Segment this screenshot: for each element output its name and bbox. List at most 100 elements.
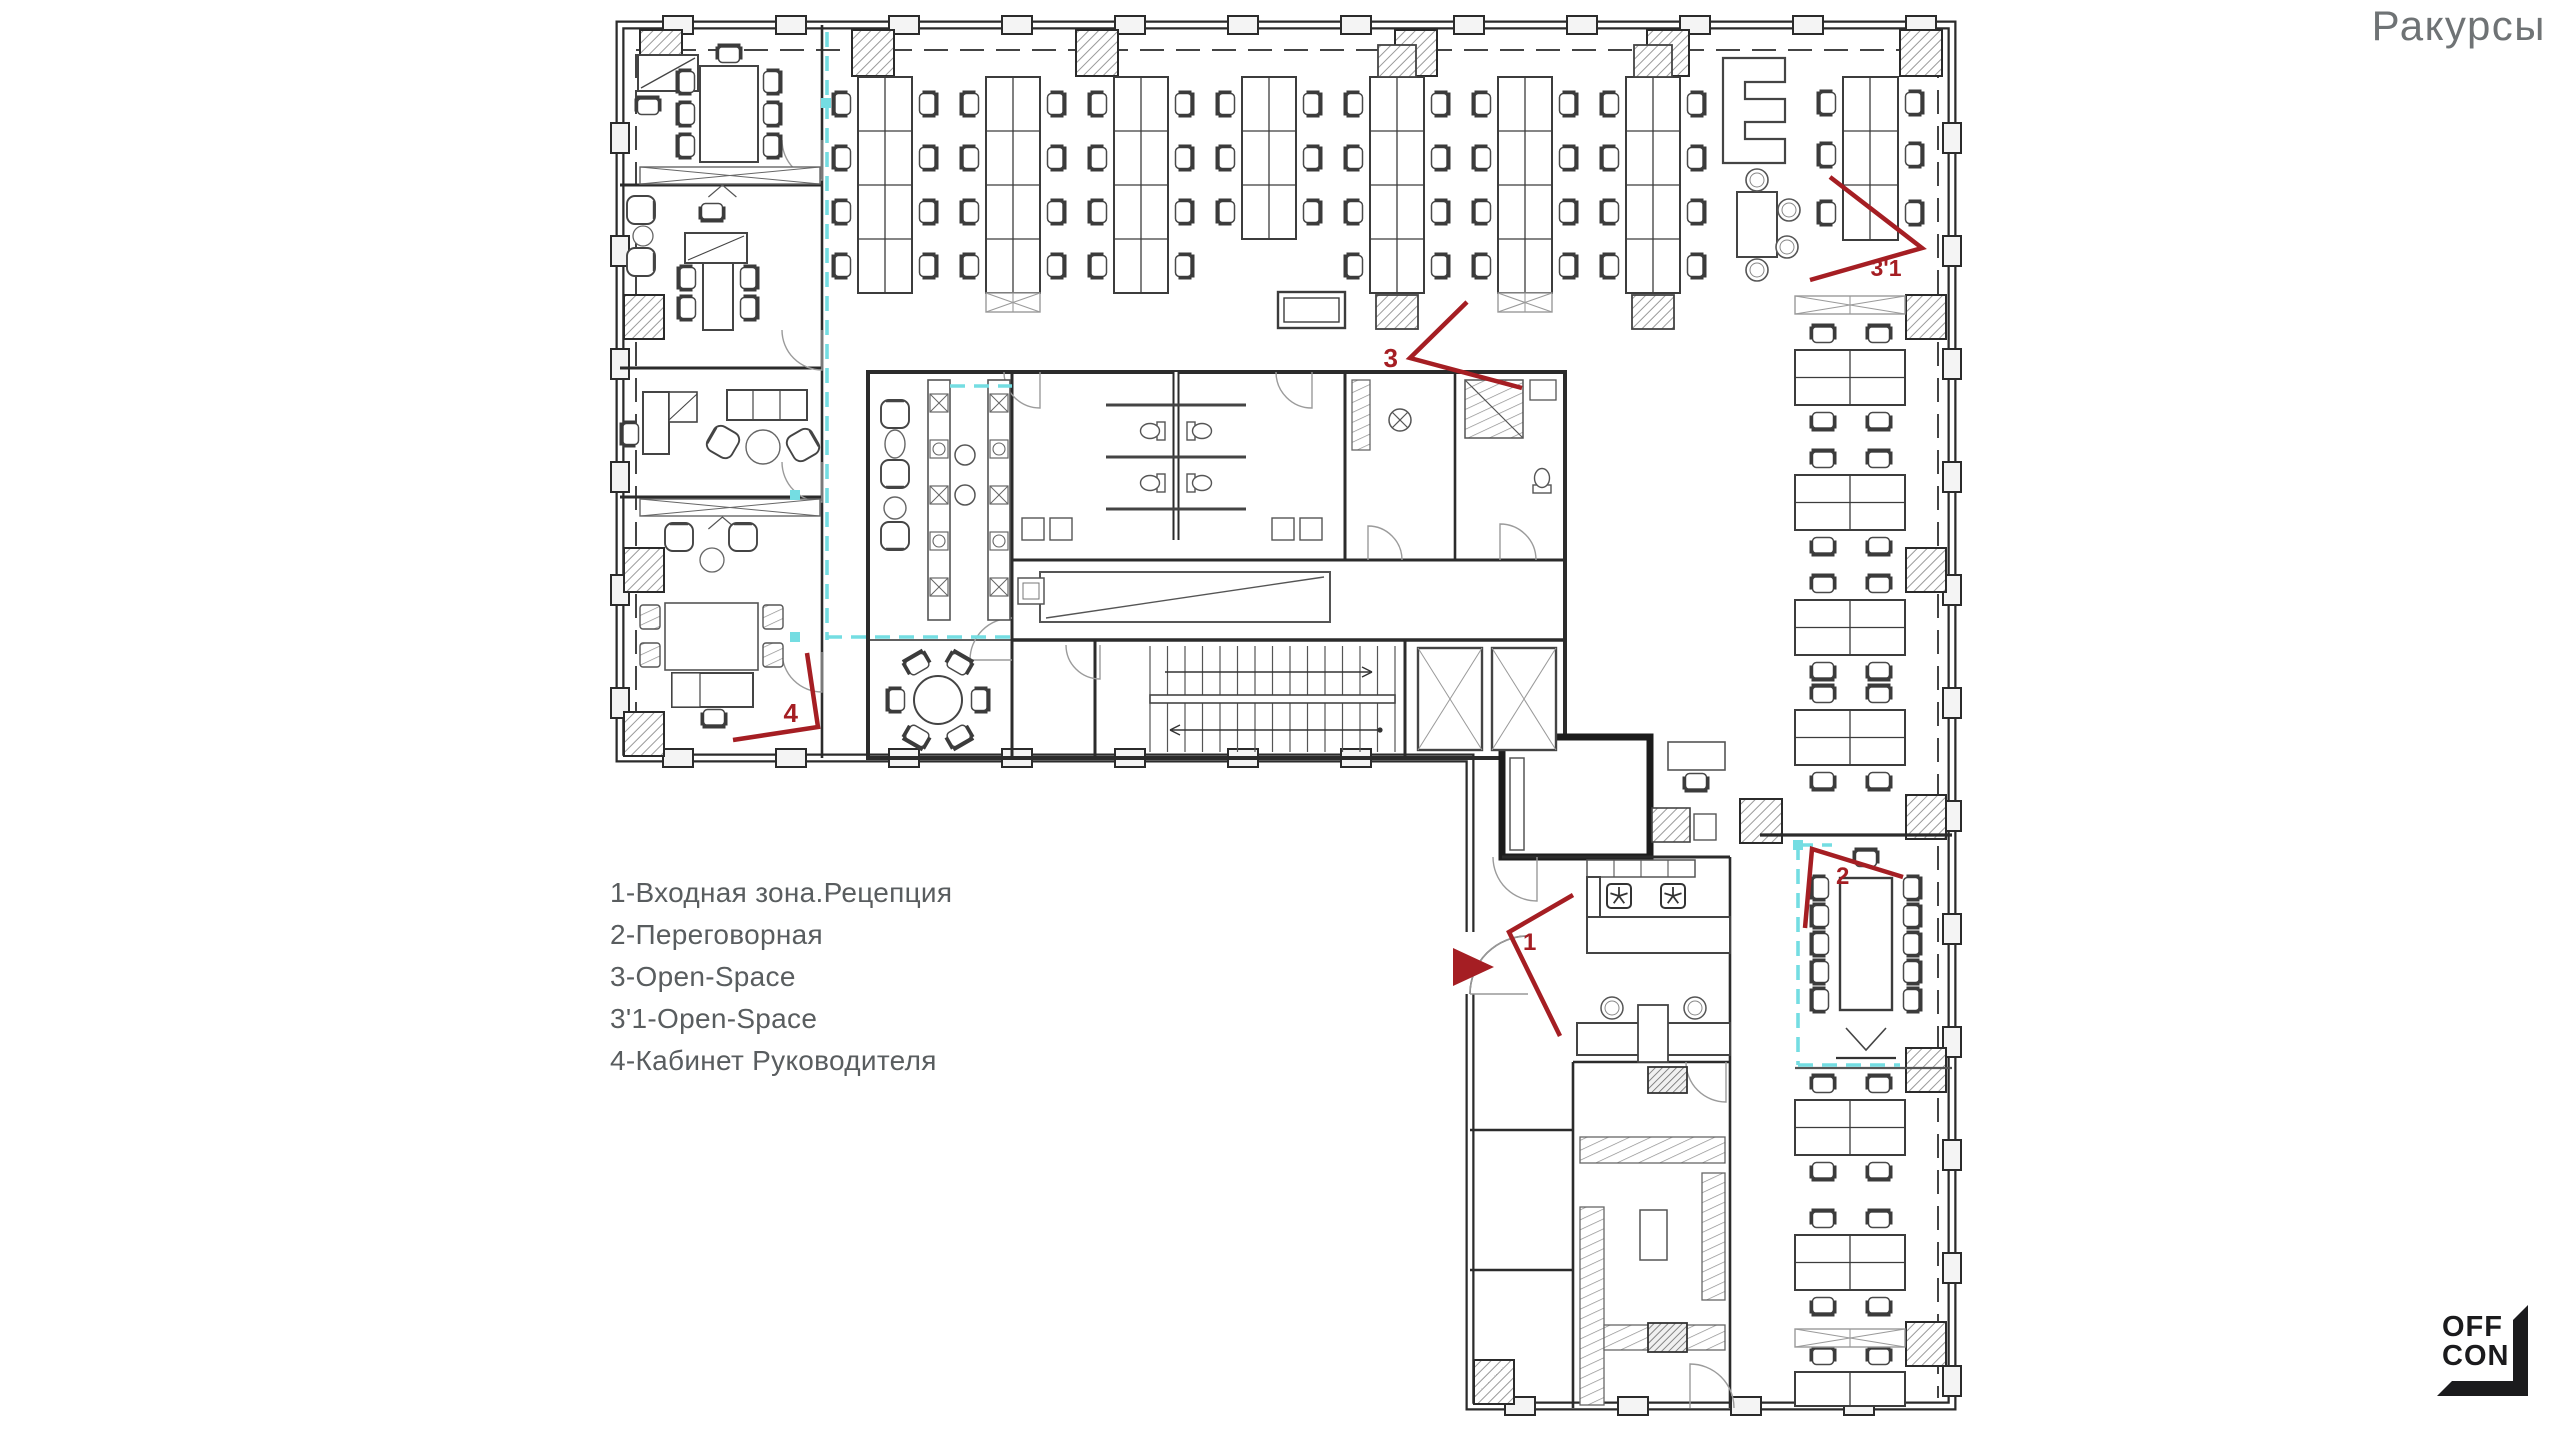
chair	[1686, 198, 1707, 226]
chair	[1865, 411, 1893, 432]
chair	[1087, 144, 1108, 172]
chair	[1471, 90, 1492, 118]
round-table	[885, 648, 991, 752]
chair	[1816, 89, 1837, 117]
chair	[1809, 1208, 1837, 1229]
legend-item: 3-Open-Space	[610, 961, 796, 992]
door	[1275, 371, 1313, 409]
desk-bench	[831, 76, 939, 294]
chair	[1809, 771, 1837, 792]
chair	[1558, 144, 1579, 172]
wardrobe-room	[1579, 1066, 1726, 1406]
chair	[1430, 90, 1451, 118]
chair	[918, 252, 939, 280]
toilet	[1186, 421, 1213, 441]
chair	[1809, 958, 1830, 986]
legend-item: 4-Кабинет Руководителя	[610, 1045, 937, 1076]
chair	[1809, 874, 1830, 902]
chair	[959, 90, 980, 118]
desk-bench	[1343, 76, 1451, 294]
lower-wing	[1509, 295, 1923, 1407]
view-marker: 1	[1506, 893, 1575, 1037]
open-space	[831, 44, 1707, 330]
chair	[970, 686, 991, 714]
corner-lounge	[1721, 56, 1925, 282]
wardrobe	[639, 498, 821, 530]
chair	[1302, 198, 1323, 226]
chair	[1686, 90, 1707, 118]
chair	[1558, 252, 1579, 280]
chair	[1902, 902, 1923, 930]
armchair	[664, 522, 694, 552]
chair	[1809, 536, 1837, 557]
desk-bench	[1471, 76, 1579, 294]
offcon-logo: OFF CON	[2432, 1300, 2536, 1404]
chair	[700, 708, 728, 729]
chair	[1046, 144, 1067, 172]
armchair	[728, 522, 758, 552]
chair	[1809, 1296, 1837, 1317]
chair	[1809, 448, 1837, 469]
page-title: Ракурсы	[2371, 2, 2546, 49]
chair	[1816, 141, 1837, 169]
desk-bench	[1215, 76, 1323, 240]
door	[1685, 1061, 1727, 1103]
chair	[739, 294, 760, 322]
desk-cluster	[1794, 1345, 1906, 1407]
door	[969, 617, 1013, 661]
chair	[1302, 144, 1323, 172]
logo-line1: OFF	[2442, 1311, 2503, 1343]
chair	[739, 264, 760, 292]
armchair	[880, 521, 910, 551]
chair	[1599, 198, 1620, 226]
view-marker: 3	[1384, 300, 1523, 391]
door	[781, 651, 823, 693]
door	[1492, 856, 1538, 902]
desk-bench	[1087, 76, 1195, 294]
chair	[1430, 252, 1451, 280]
chair	[1902, 874, 1923, 902]
chair	[831, 90, 852, 118]
legend-item: 2-Переговорная	[610, 919, 824, 950]
armchair	[705, 424, 741, 460]
chair	[1471, 198, 1492, 226]
chair	[1215, 198, 1236, 226]
chair	[1087, 90, 1108, 118]
chair	[1904, 89, 1925, 117]
view-marker: 4	[732, 652, 821, 743]
armchair	[626, 247, 656, 277]
chair	[1809, 683, 1837, 704]
chair	[1558, 198, 1579, 226]
chair	[1904, 141, 1925, 169]
chair	[1343, 198, 1364, 226]
chair	[1865, 1345, 1893, 1366]
desk-cluster	[1794, 448, 1906, 557]
chair	[1174, 144, 1195, 172]
chair	[959, 144, 980, 172]
chair	[676, 264, 697, 292]
logo-corner-bracket	[2437, 1305, 2528, 1396]
chair	[901, 724, 932, 752]
chair	[1809, 573, 1837, 594]
chair	[1215, 90, 1236, 118]
chair	[1865, 573, 1893, 594]
chair	[1809, 1161, 1837, 1182]
chair	[1865, 661, 1893, 682]
chair	[762, 68, 783, 96]
chair	[1682, 772, 1710, 793]
chair	[1809, 661, 1837, 682]
chair	[1902, 958, 1923, 986]
chair	[1471, 144, 1492, 172]
desk-cluster	[1794, 573, 1906, 682]
chair	[1809, 902, 1830, 930]
chair	[1599, 252, 1620, 280]
chair	[675, 100, 696, 128]
chair-h	[762, 604, 784, 630]
door	[781, 329, 823, 371]
desk-cluster	[1794, 1208, 1906, 1317]
view-marker-label: 2	[1836, 863, 1849, 890]
chair	[944, 724, 975, 752]
